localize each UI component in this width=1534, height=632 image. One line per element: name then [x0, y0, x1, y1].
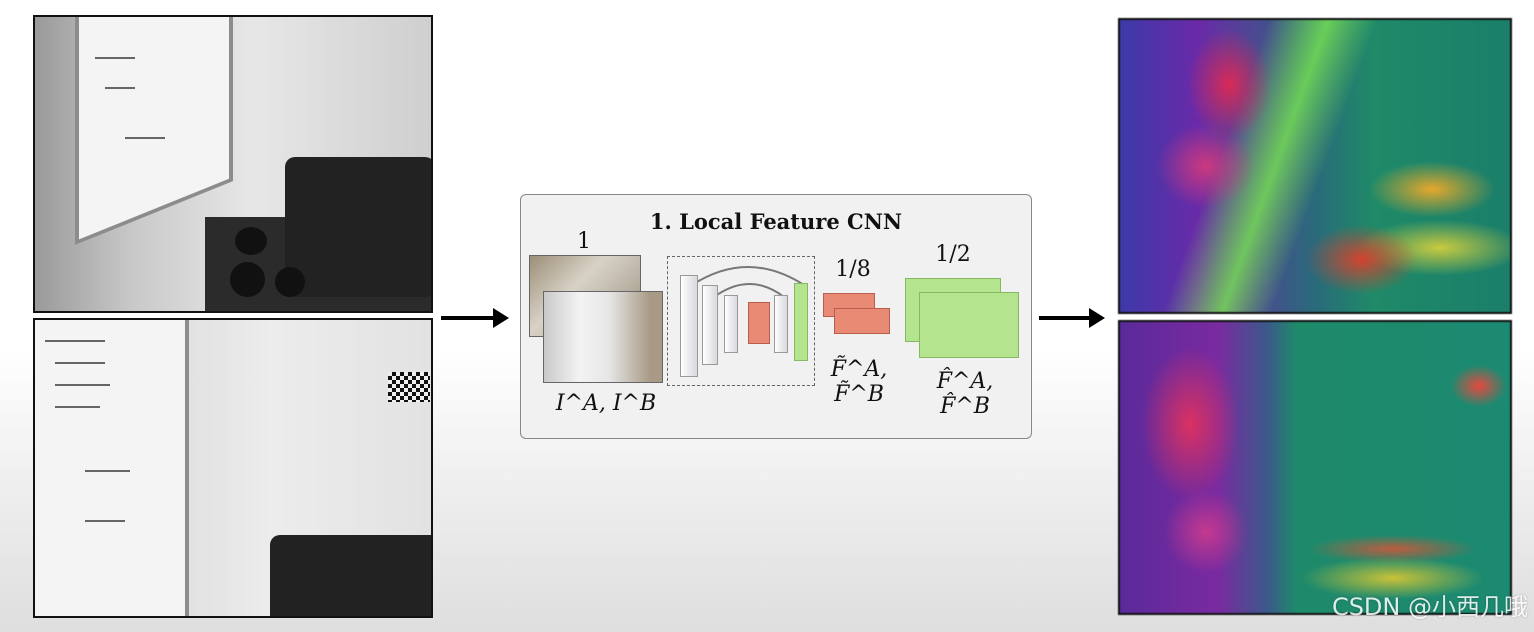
scribble	[55, 406, 100, 408]
whiteboard	[75, 17, 233, 246]
bottleneck-layer	[748, 302, 770, 344]
encoder-layer	[724, 295, 738, 353]
local-feature-cnn-box: 1. Local Feature CNN 1 I^A, I^B 1/8 F̃^A…	[520, 194, 1032, 439]
checkerboard-target	[388, 372, 430, 402]
input-label: I^A, I^B	[555, 391, 657, 416]
dumbbell	[230, 262, 265, 297]
scribble	[95, 57, 135, 59]
input-image-b	[33, 318, 433, 618]
scribble	[55, 384, 110, 386]
helmet	[235, 227, 267, 255]
sofa	[270, 535, 431, 616]
arrow-right-icon	[1039, 308, 1105, 328]
scribble	[85, 470, 130, 472]
dumbbell	[275, 267, 305, 297]
fine-scale-label: 1/2	[935, 242, 971, 267]
scribble	[85, 520, 125, 522]
decoder-layer	[774, 295, 788, 353]
encoder-layer	[680, 275, 698, 377]
arrow-right-icon	[441, 308, 509, 328]
sofa	[285, 157, 431, 297]
box-title: 1. Local Feature CNN	[649, 209, 903, 234]
feature-visualization-a	[1118, 18, 1512, 314]
input-image-a	[33, 15, 433, 313]
fine-feature-label: F̂^A, F̂^B	[936, 369, 994, 419]
input-scale-label: 1	[577, 229, 591, 254]
whiteboard	[35, 320, 189, 616]
skip-connections	[691, 266, 805, 298]
watermark: CSDN @小西几哦	[1331, 593, 1528, 621]
coarse-feature-map-b	[834, 308, 890, 334]
scribble	[45, 340, 105, 342]
cnn-network-frame	[667, 256, 815, 386]
feature-visualization-b	[1118, 320, 1512, 615]
scribble	[55, 362, 105, 364]
decoder-output-layer	[794, 283, 808, 361]
scribble	[105, 87, 135, 89]
input-thumbnail-b	[543, 291, 663, 383]
fine-feature-map-b	[919, 292, 1019, 358]
encoder-layer	[702, 285, 718, 365]
coarse-feature-label: F̃^A, F̃^B	[830, 357, 888, 407]
coarse-scale-label: 1/8	[835, 257, 871, 282]
scribble	[125, 137, 165, 139]
